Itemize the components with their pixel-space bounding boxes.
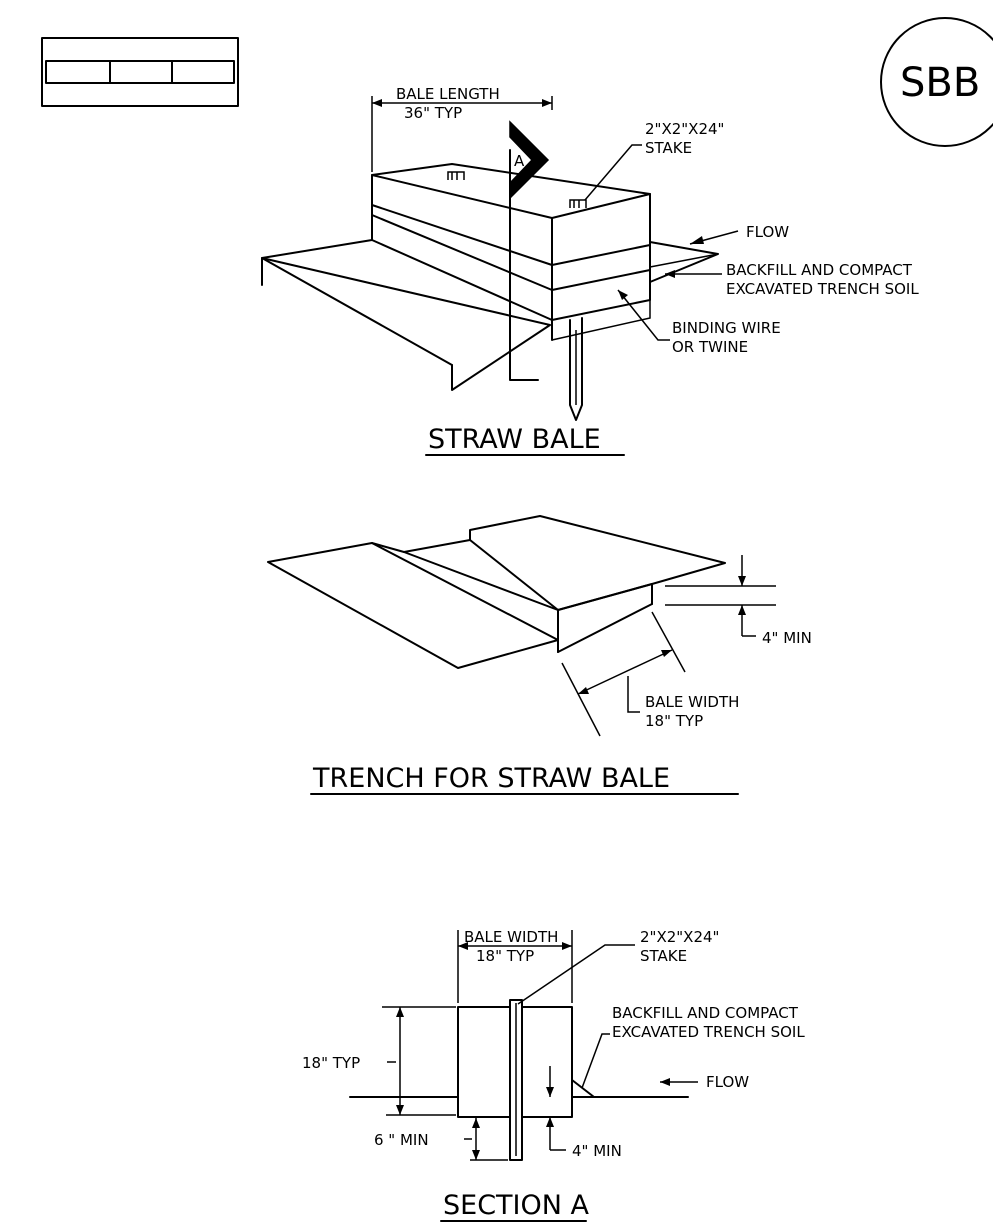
bale-length-label: BALE LENGTH <box>396 85 500 103</box>
ground-right-plane <box>649 241 719 283</box>
section-bale-width-value: 18" TYP <box>476 947 534 965</box>
section-stake <box>509 999 523 1161</box>
backfill-note-line2: EXCAVATED TRENCH SOIL <box>726 280 919 298</box>
section-bale-width-label: BALE WIDTH <box>464 928 558 946</box>
backfill-note-line1: BACKFILL AND COMPACT <box>726 261 913 279</box>
binding-band-upper <box>371 204 651 266</box>
trench-left-ground <box>267 542 559 669</box>
section-marker-letter: A <box>514 152 525 170</box>
bale-side-face <box>551 193 651 321</box>
trench-width-label: BALE WIDTH <box>645 693 739 711</box>
bale-length-value: 36" TYP <box>404 104 462 122</box>
bale-front-face <box>371 174 553 321</box>
straw-bale-view: A BALE LENGTH 36" TYP 2"X2"X24" STAKE FL… <box>261 85 919 456</box>
trench-right-ground <box>469 515 726 611</box>
binding-band-lower <box>371 214 651 291</box>
stake-label: STAKE <box>645 139 692 157</box>
trench-view: 4" MIN BALE WIDTH 18" TYP TRENCH FOR STR… <box>267 515 812 795</box>
section-height-label: 18" TYP <box>302 1054 360 1072</box>
section-embed-label: 6 " MIN <box>374 1131 429 1149</box>
section-backfill-line2: EXCAVATED TRENCH SOIL <box>612 1023 805 1041</box>
binding-note-line2: OR TWINE <box>672 338 748 356</box>
trench-depth-label: 4" MIN <box>762 629 812 647</box>
section-backfill-line1: BACKFILL AND COMPACT <box>612 1004 799 1022</box>
trench-width-dimension <box>577 649 673 695</box>
trench-width-extension <box>561 662 601 737</box>
trench-title: TRENCH FOR STRAW BALE <box>312 763 670 794</box>
straw-bale-title: STRAW BALE <box>428 424 601 455</box>
section-depth-label: 4" MIN <box>572 1142 622 1160</box>
section-a-view: BALE WIDTH 18" TYP 2"X2"X24" STAKE BACKF… <box>302 928 805 1222</box>
section-stake-label: STAKE <box>640 947 687 965</box>
section-a-title: SECTION A <box>443 1190 590 1221</box>
section-stake-size: 2"X2"X24" <box>640 928 719 946</box>
stake <box>569 317 583 421</box>
badge-code: SBB <box>900 60 980 106</box>
section-bale-right <box>521 1006 573 1118</box>
section-bale-left <box>457 1006 511 1118</box>
flow-label: FLOW <box>746 223 789 241</box>
section-flow-label: FLOW <box>706 1073 749 1091</box>
backfill-wedge <box>571 1079 595 1098</box>
trench-width-value: 18" TYP <box>645 712 703 730</box>
sbb-badge: SBB <box>880 17 993 147</box>
stake-size-label: 2"X2"X24" <box>645 120 724 138</box>
legend-symbol <box>41 37 239 107</box>
binding-note-line1: BINDING WIRE <box>672 319 781 337</box>
section-cut-line <box>509 149 539 381</box>
